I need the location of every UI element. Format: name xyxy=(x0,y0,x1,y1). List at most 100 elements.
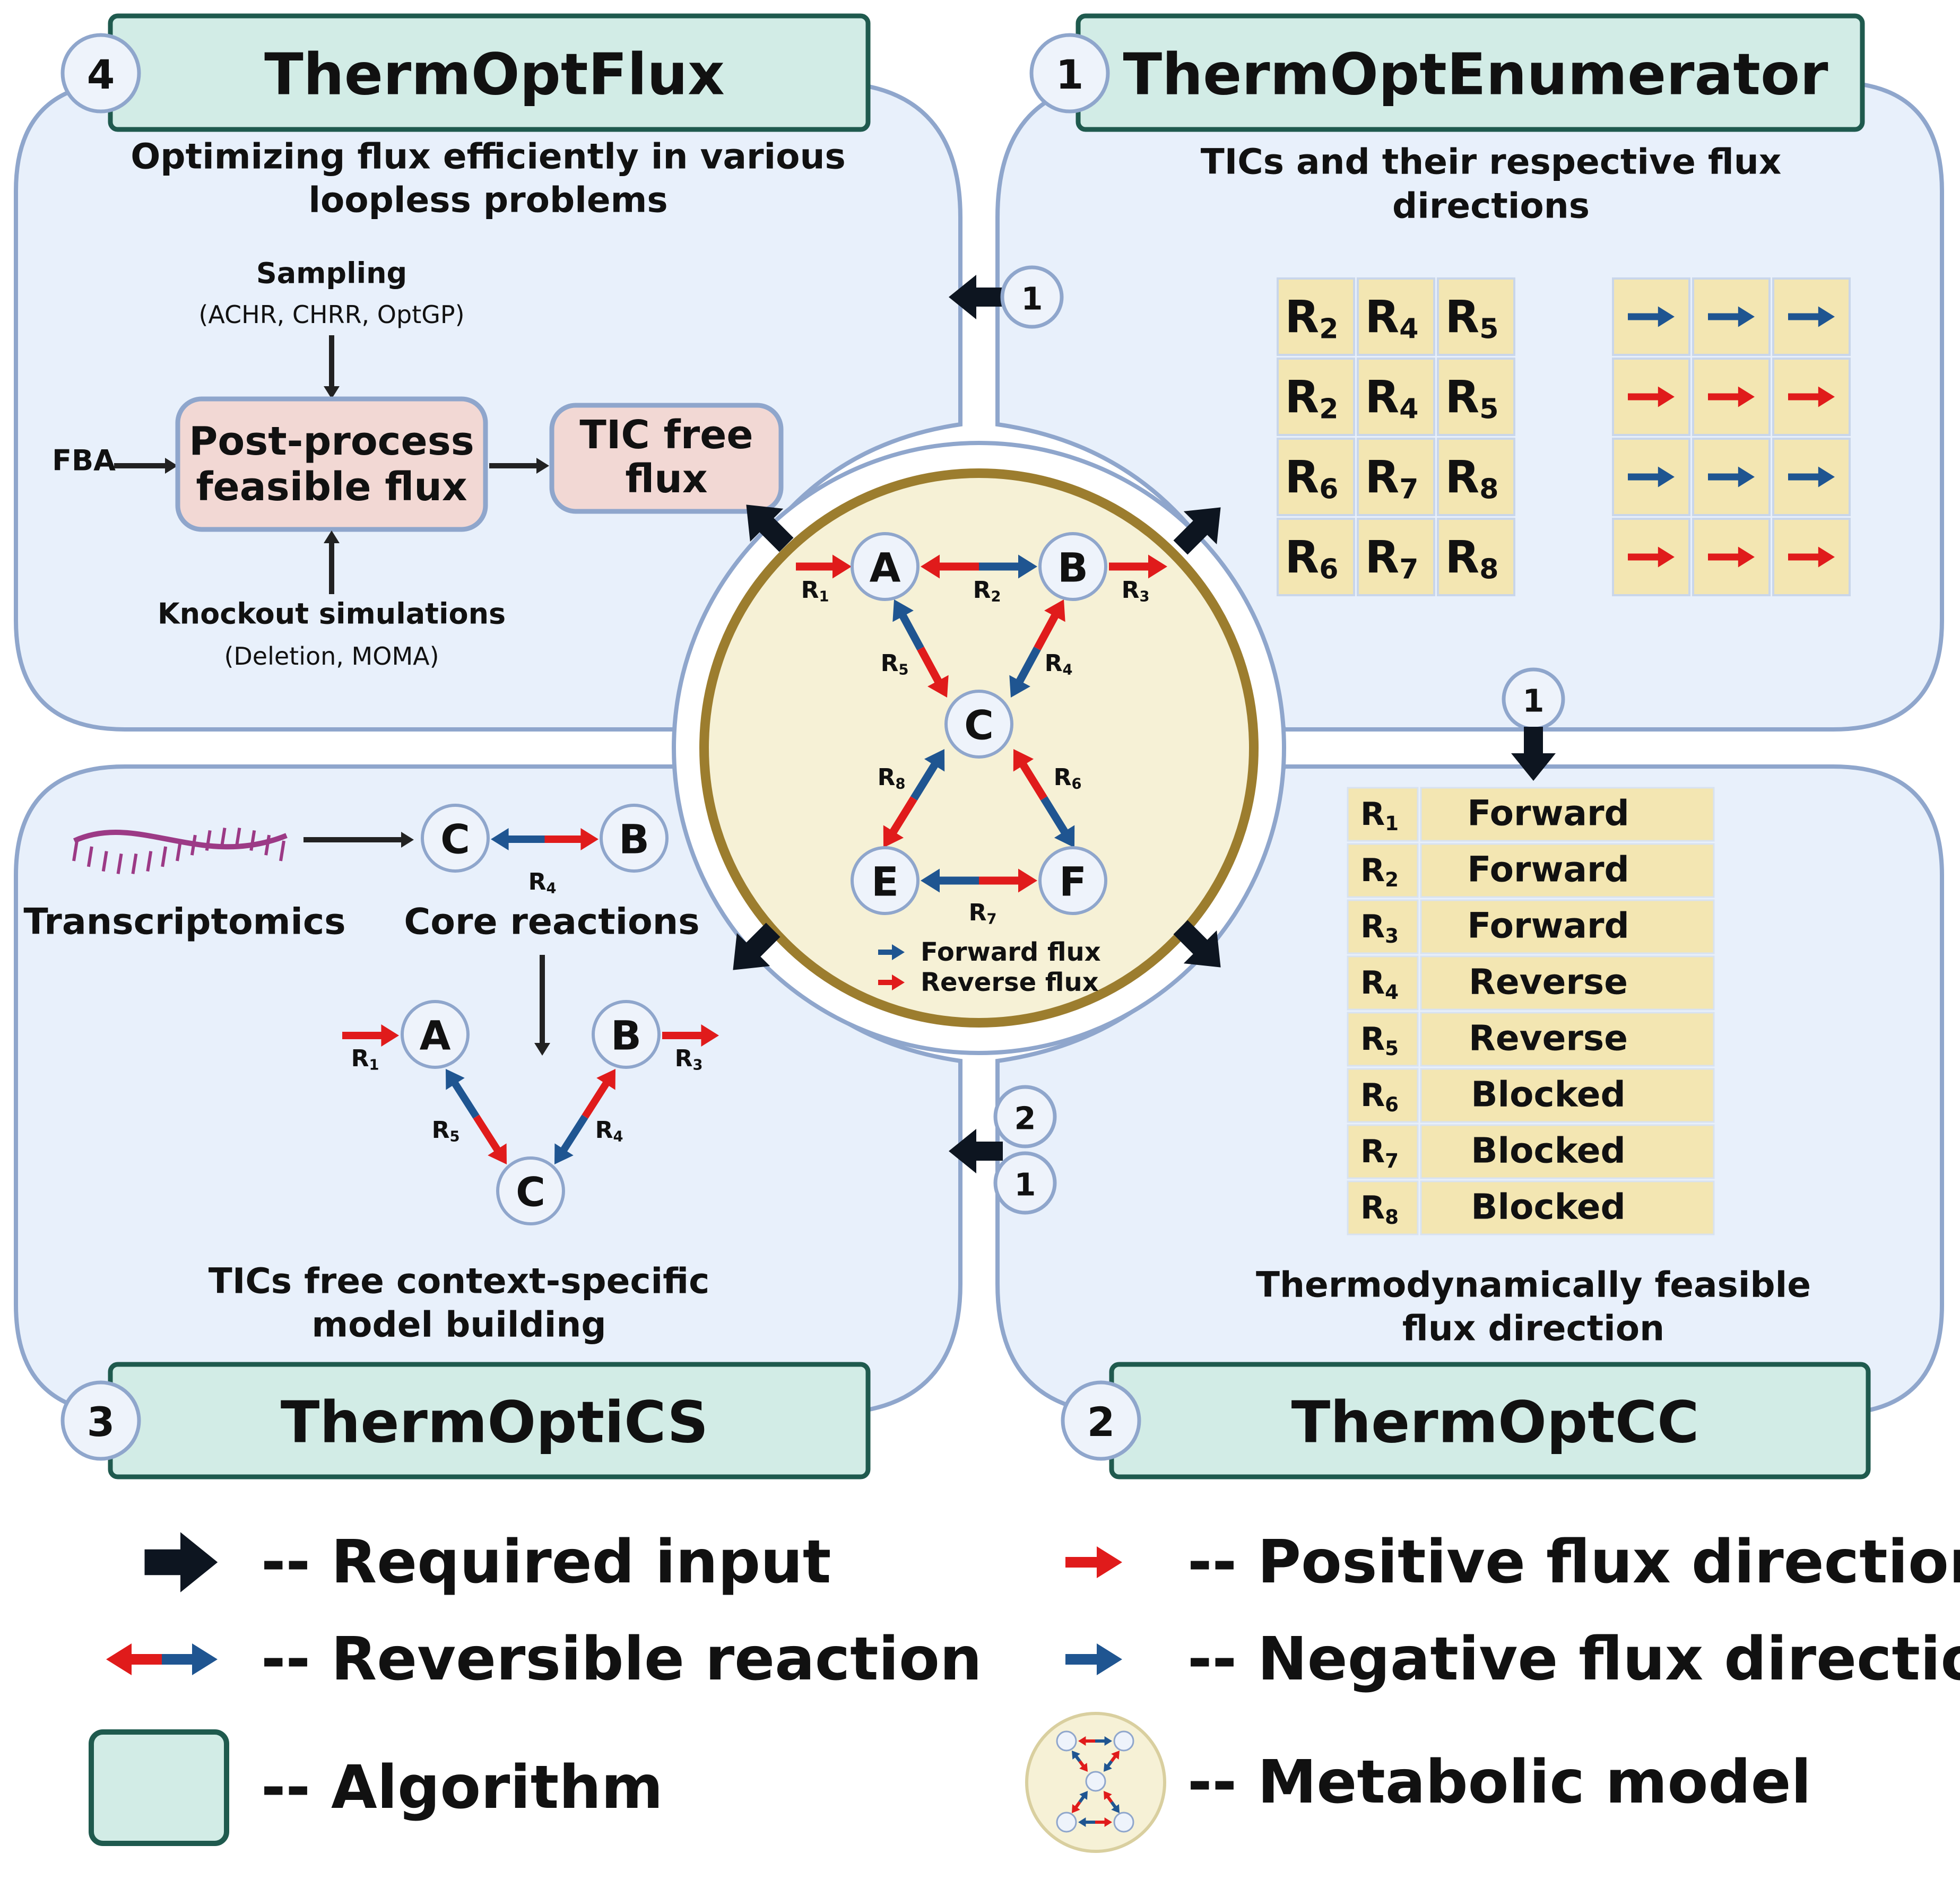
tic-reaction-cell xyxy=(1357,438,1435,516)
model-to-enumerator-arrow xyxy=(1173,507,1221,555)
core-reactions-label: Core reactions xyxy=(404,901,699,943)
connector-cc-number: 1 xyxy=(1502,667,1565,731)
ics-node-a-circle xyxy=(401,1000,470,1069)
legend-forward-flux-arrow xyxy=(878,944,905,960)
model-node-b: B xyxy=(1038,532,1107,601)
model-r7-arrow xyxy=(921,868,1037,893)
connector-flux-number-circle xyxy=(1000,265,1064,329)
model-r8-arrow-head-b xyxy=(924,749,945,772)
ics-r3-label: R3 xyxy=(675,1045,703,1073)
ics-r5-arrow-half-b xyxy=(473,1115,502,1154)
algo-thermoptenumerator-number-label: 1 xyxy=(1056,51,1084,98)
algo-thermoptflux-title: ThermOptFlux xyxy=(264,42,725,108)
tic-reaction-label: R4 xyxy=(1365,291,1419,345)
fba-label: FBA xyxy=(52,444,116,477)
tic-reaction-label: R5 xyxy=(1445,291,1499,345)
cc-direction-cell xyxy=(1420,1180,1715,1235)
mini-r2-head-a xyxy=(1078,1736,1086,1746)
tic-reaction-label: R8 xyxy=(1445,531,1499,586)
process-to-output-arrow xyxy=(489,458,549,474)
cc-direction-label: Forward xyxy=(1467,849,1629,890)
transcriptomics-arrow-head xyxy=(401,832,414,848)
model-r5-arrow xyxy=(892,599,949,698)
model-r2-arrow xyxy=(921,554,1037,579)
legend-metabolic-model: -- Metabolic model xyxy=(1187,1748,1811,1817)
model-r7-arrow-head-b xyxy=(1018,868,1037,893)
model-r2-arrow-head-a xyxy=(921,554,940,579)
cc-desc-line1: Thermodynamically feasible xyxy=(1256,1265,1811,1305)
model-r4-arrow xyxy=(1009,599,1065,698)
tic-reaction-cell xyxy=(1357,518,1435,596)
legend-forward-flux-arrow-head xyxy=(892,944,905,960)
reverse-flux-arrow-head xyxy=(1658,546,1675,568)
algo-thermoptcc-number-circle xyxy=(1061,1380,1141,1461)
mini-r8-head-a xyxy=(1072,1804,1080,1813)
cc-reaction-label: R2 xyxy=(1360,852,1399,891)
model-r3-arrow xyxy=(1109,554,1167,579)
ics-r4-arrow-head-b xyxy=(596,1069,615,1090)
knockout-arrow xyxy=(324,530,340,594)
reverse-flux-arrow xyxy=(1788,386,1835,407)
cc-desc-line2: flux direction xyxy=(1402,1308,1664,1349)
forward-flux-arrow-head xyxy=(1738,466,1755,488)
cc-reaction-cell xyxy=(1347,1012,1419,1067)
cc-direction-label: Blocked xyxy=(1471,1130,1626,1171)
legend-positive-flux-icon xyxy=(1065,1546,1122,1578)
cc-direction-cell xyxy=(1420,955,1715,1011)
model-r7-arrow-head-a xyxy=(921,868,940,893)
model-r5-label: R5 xyxy=(881,650,909,678)
legend-reversible-reaction: -- Reversible reaction xyxy=(261,1625,982,1694)
legend-forward-flux: Forward flux xyxy=(921,937,1101,967)
tic-reaction-label: R7 xyxy=(1365,451,1419,506)
cc-direction-label: Reverse xyxy=(1469,962,1628,1003)
model-r3-arrow-head xyxy=(1148,554,1167,579)
model-r1-arrow-head xyxy=(832,554,852,579)
ics-r1-arrow-head xyxy=(381,1024,399,1047)
mini-r7-head-a xyxy=(1078,1817,1086,1827)
enumerator-to-flux-arrow-shape xyxy=(949,275,1003,319)
legend-positive-flux-icon-head xyxy=(1097,1546,1122,1578)
tic-reaction-cell xyxy=(1437,518,1515,596)
model-r6-arrow-half-a xyxy=(1018,761,1047,800)
mini-r4-head-a xyxy=(1104,1763,1112,1772)
model-node-a: A xyxy=(851,532,920,601)
mini-r4-head-b xyxy=(1111,1751,1120,1760)
cc-reaction-cell xyxy=(1347,843,1419,898)
forward-flux-arrow xyxy=(1788,306,1835,327)
transcriptomics-rna-icon xyxy=(72,828,288,874)
model-r4-arrow-head-a xyxy=(1009,675,1030,698)
model-node-f-circle xyxy=(1038,846,1107,915)
model-to-ics-arrow-shape xyxy=(733,922,780,970)
reverse-flux-arrow-head xyxy=(1738,386,1755,407)
legend-reverse-flux-arrow xyxy=(878,974,905,990)
algo-thermoptflux-number: 4 xyxy=(60,33,141,114)
model-r5-arrow-half-a xyxy=(917,646,943,685)
knockout-arrow-head xyxy=(324,530,340,543)
model-to-ics-arrow xyxy=(733,922,780,970)
ics-node-a: A xyxy=(401,1000,470,1069)
tic-direction-cell xyxy=(1612,358,1690,436)
cc-direction-cell xyxy=(1420,1068,1715,1123)
forward-flux-arrow xyxy=(1708,306,1755,327)
legend-negative-flux: -- Negative flux direction xyxy=(1187,1625,1960,1694)
mini-r5-head-a xyxy=(1079,1763,1088,1772)
mini-r6-half-a xyxy=(1106,1795,1113,1803)
cc-direction-cell xyxy=(1420,1012,1715,1067)
algo-thermoptics-number-circle xyxy=(60,1380,141,1461)
cc-reaction-cell xyxy=(1347,787,1419,842)
core-to-model-arrow-head xyxy=(534,1043,550,1056)
connector-flux-number-label: 1 xyxy=(1021,281,1043,317)
legend-reversible-reaction-icon xyxy=(106,1643,218,1675)
mini-r6-half-b xyxy=(1110,1801,1117,1809)
ics-r1-arrow xyxy=(342,1024,399,1047)
enumerator-to-cc-arrow xyxy=(1511,727,1556,781)
cc-reaction-cell xyxy=(1347,899,1419,954)
ics-node-c-circle xyxy=(496,1156,565,1225)
model-to-flux-arrow xyxy=(746,504,794,552)
model-node-a-label: A xyxy=(870,544,901,591)
ics-r4-arrow xyxy=(554,1069,615,1164)
model-r8-arrow-half-a xyxy=(888,796,917,836)
model-node-a-circle xyxy=(851,532,920,601)
